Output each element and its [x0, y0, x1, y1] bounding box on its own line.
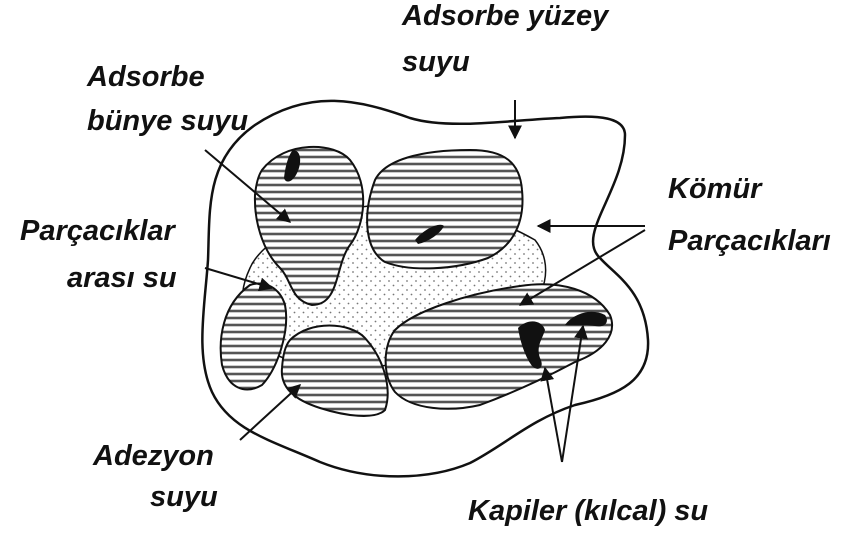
label-coal-particles-1: Kömür — [668, 173, 763, 205]
label-adsorbed-bound-water-2: bünye suyu — [87, 105, 248, 137]
label-adhesion-water-2: suyu — [150, 481, 218, 513]
label-adsorbed-surface-water-1: Adsorbe yüzey — [401, 0, 610, 32]
label-adhesion-water-1: Adezyon — [92, 440, 214, 472]
label-adsorbed-surface-water-2: suyu — [402, 46, 470, 78]
label-interparticle-water-2: arası su — [67, 262, 177, 294]
coal-particle-top-right — [367, 150, 522, 268]
label-capillary-water: Kapiler (kılcal) su — [468, 495, 708, 527]
label-coal-particles-2: Parçacıkları — [668, 225, 831, 257]
label-interparticle-water-1: Parçacıklar — [20, 215, 177, 247]
label-adsorbed-bound-water-1: Adsorbe — [86, 61, 205, 93]
